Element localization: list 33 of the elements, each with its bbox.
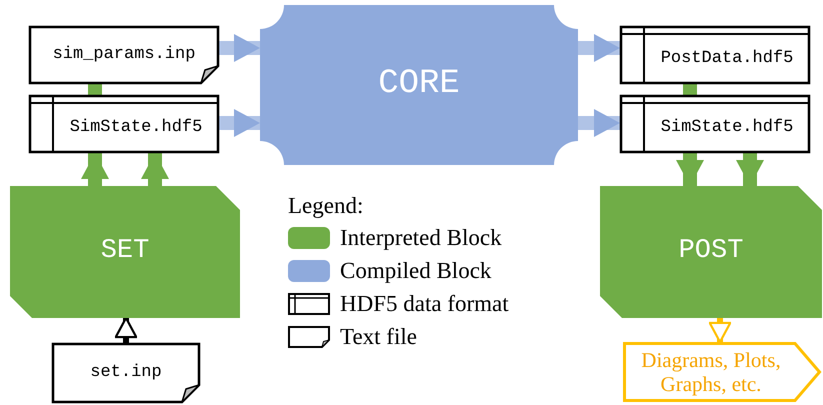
file-name: PostData.hdf5 <box>660 49 794 69</box>
block-title: SET <box>100 236 150 268</box>
block-title: POST <box>678 236 744 268</box>
block-arrow <box>81 153 109 186</box>
block-arrow <box>141 153 169 186</box>
file-name: SimState.hdf5 <box>660 118 794 138</box>
block-arrow <box>578 34 620 62</box>
file-name: SimState.hdf5 <box>70 118 202 138</box>
interpreted-block <box>600 186 822 318</box>
legend-label: Text file <box>340 325 417 348</box>
hdf5-file-box <box>620 26 810 84</box>
block-arrow <box>578 109 620 137</box>
compiled-block <box>260 5 578 165</box>
legend-label: Interpreted Block <box>340 226 502 249</box>
legend-label: HDF5 data format <box>340 292 509 315</box>
block-arrow <box>114 316 138 343</box>
block-arrow <box>219 109 260 137</box>
legend-label: Compiled Block <box>340 259 492 282</box>
output-box <box>623 342 821 402</box>
legend-title: Legend: <box>288 192 364 220</box>
text-file-box <box>52 343 200 403</box>
block-title: CORE <box>378 65 460 105</box>
block-arrow <box>676 153 704 186</box>
output-text: Diagrams, Plots, Graphs, etc. <box>640 348 782 396</box>
file-name: sim_params.inp <box>52 45 196 65</box>
text-file-box <box>29 26 219 84</box>
file-name: set.inp <box>90 363 162 383</box>
interpreted-block <box>10 186 240 318</box>
block-arrow <box>708 318 732 344</box>
hdf5-file-box <box>620 95 810 153</box>
hdf5-file-box <box>29 95 219 153</box>
block-arrow <box>736 153 764 186</box>
block-arrow <box>219 34 260 62</box>
